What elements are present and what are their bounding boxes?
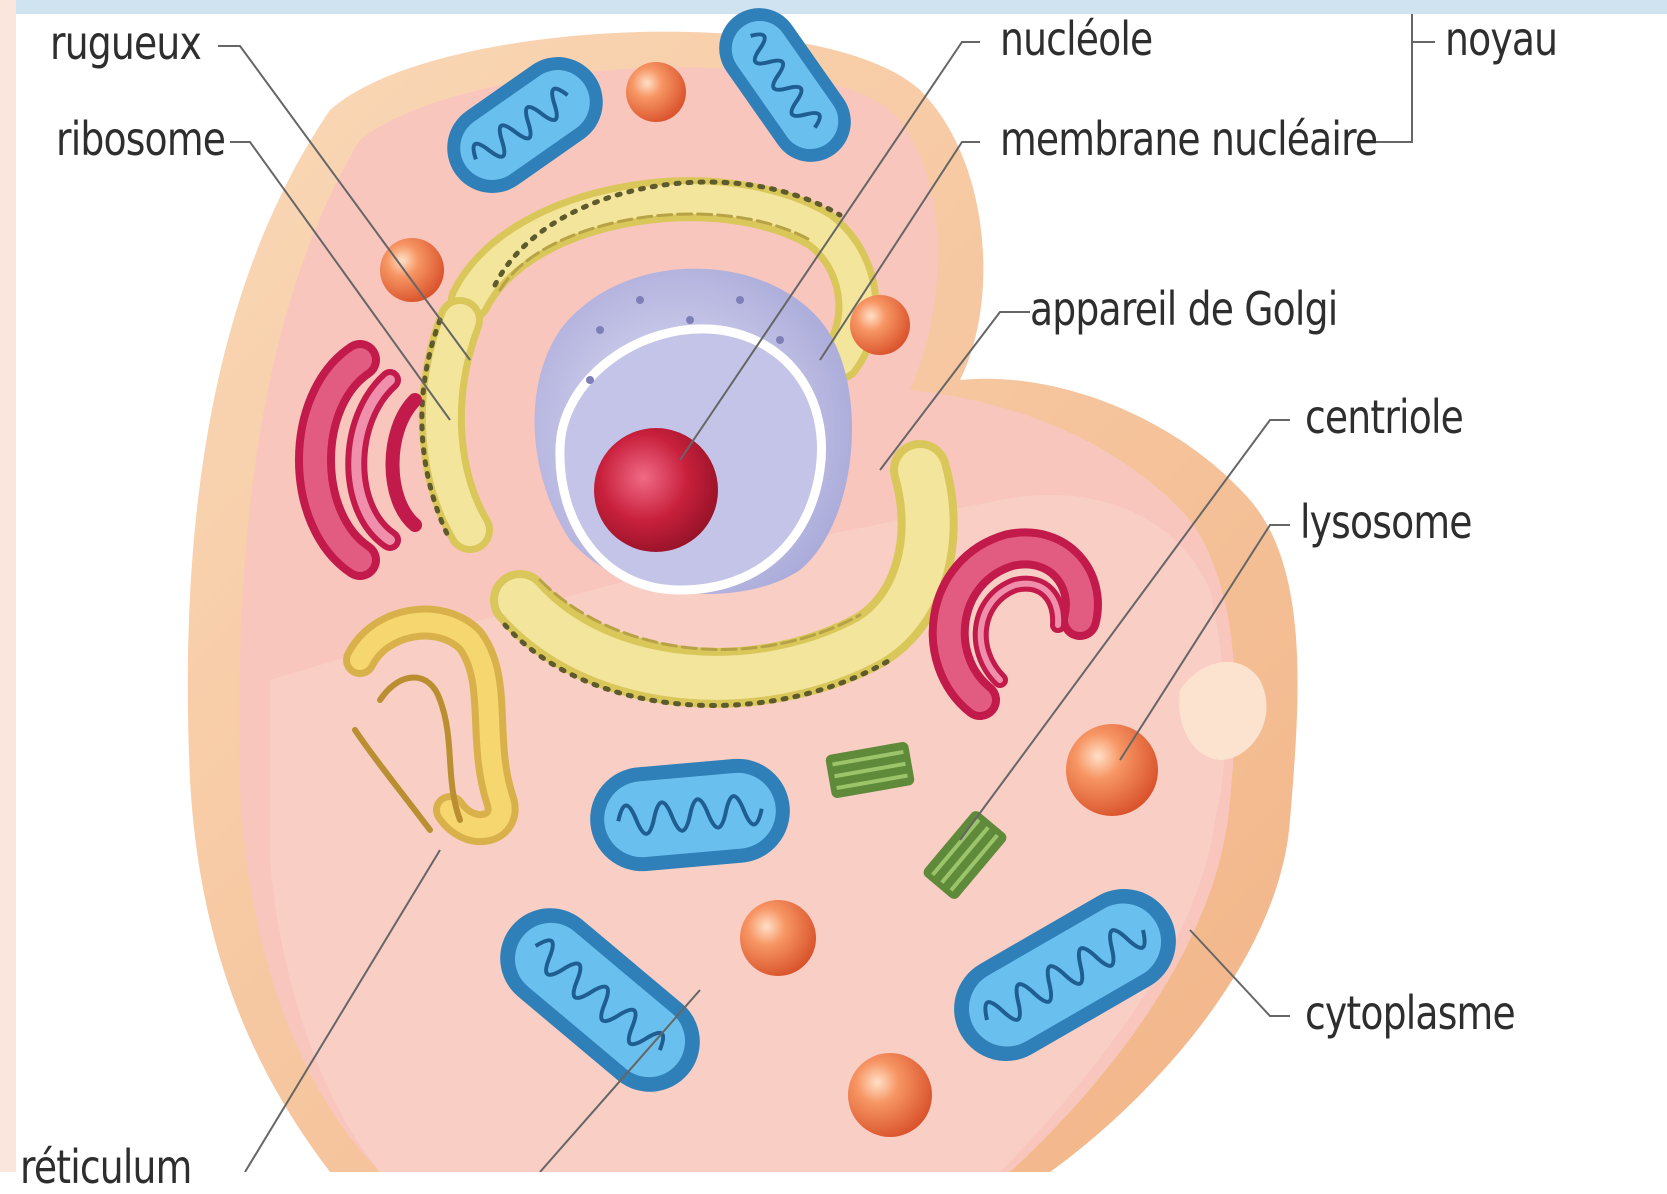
label-nucleole: nucléole (1000, 12, 1152, 66)
label-noyau: noyau (1445, 12, 1557, 66)
label-centriole: centriole (1305, 390, 1463, 444)
label-rugueux: rugueux (50, 16, 201, 70)
label-lysosome: lysosome (1300, 495, 1472, 549)
label-appareil-golgi: appareil de Golgi (1030, 282, 1337, 336)
label-reticulum: réticulum (20, 1140, 192, 1194)
label-ribosome: ribosome (56, 112, 225, 166)
nucleolus (594, 428, 718, 552)
nucleus (535, 269, 852, 594)
label-membrane-nucleaire: membrane nucléaire (1000, 112, 1377, 166)
label-cytoplasme: cytoplasme (1305, 986, 1515, 1040)
